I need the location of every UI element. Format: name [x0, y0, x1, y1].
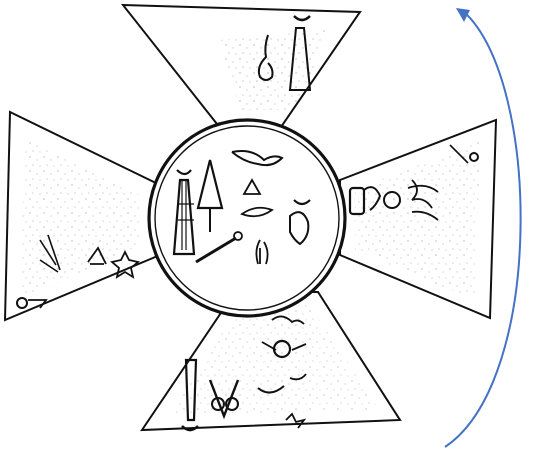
right-arm-panel [340, 120, 496, 318]
central-medallion [149, 120, 345, 316]
left-arm-panel [5, 112, 160, 320]
